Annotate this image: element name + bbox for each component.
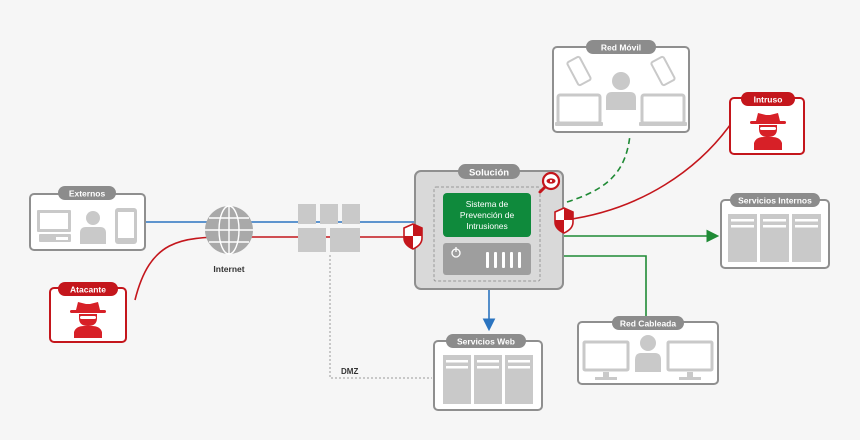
laptop-icon <box>555 93 603 126</box>
server-rack-icon <box>443 355 533 404</box>
ips-label-line-2: Prevención de <box>460 210 515 220</box>
node-atacante[interactable]: Atacante <box>49 282 127 343</box>
monitor-icon <box>666 340 714 380</box>
server-rack-icon <box>728 214 821 262</box>
eye-magnifier-icon <box>538 171 561 194</box>
intruso-label: Intruso <box>754 95 783 105</box>
node-internet[interactable]: Internet <box>205 205 253 274</box>
tablet-icon <box>115 208 137 244</box>
power-icon <box>451 247 461 258</box>
user-icon <box>606 72 636 110</box>
shield-icon <box>403 223 423 250</box>
red-cableada-label: Red Cableada <box>620 319 676 329</box>
shield-icon <box>554 207 574 234</box>
link-red-movil-to-ips <box>537 134 631 211</box>
link-ips-to-red-cableada <box>538 255 647 322</box>
hacker-icon <box>70 302 106 338</box>
solucion-label: Solución <box>469 168 509 179</box>
appliance-unit <box>443 243 531 275</box>
ips-label-line-1: Sistema de <box>466 199 509 209</box>
servicios-internos-label: Servicios Internos <box>738 196 812 206</box>
globe-icon <box>205 205 253 255</box>
link-intruso-to-ips <box>564 117 736 221</box>
phone-icon <box>566 55 592 87</box>
node-red-movil[interactable]: Red Móvil <box>552 40 690 133</box>
laptop-icon <box>639 93 687 126</box>
desktop-computer-icon <box>37 210 71 242</box>
servicios-web-label: Servicios Web <box>457 337 515 347</box>
atacante-label: Atacante <box>70 285 106 295</box>
dmz-label: DMZ <box>341 367 358 376</box>
hacker-icon <box>750 113 786 150</box>
firewall-icon <box>298 204 360 252</box>
ips-module[interactable] <box>443 193 531 237</box>
node-intruso[interactable]: Intruso <box>729 92 805 155</box>
node-externos[interactable]: Externos <box>29 186 146 251</box>
phone-icon <box>650 55 676 87</box>
externos-label: Externos <box>69 189 106 199</box>
node-servicios-internos[interactable]: Servicios Internos <box>720 193 830 269</box>
user-icon <box>80 211 106 244</box>
red-movil-label: Red Móvil <box>601 43 641 53</box>
user-icon <box>635 335 661 372</box>
link-atacante-to-ips <box>134 236 443 301</box>
node-solucion[interactable]: Solución Sistema de Prevención de Intrus… <box>414 164 564 290</box>
monitor-icon <box>582 340 630 380</box>
ips-label-line-3: Intrusiones <box>466 221 508 231</box>
internet-label: Internet <box>213 264 244 274</box>
node-red-cableada[interactable]: Red Cableada <box>577 316 719 385</box>
link-dmz <box>329 255 432 379</box>
node-servicios-web[interactable]: Servicios Web <box>433 334 543 411</box>
